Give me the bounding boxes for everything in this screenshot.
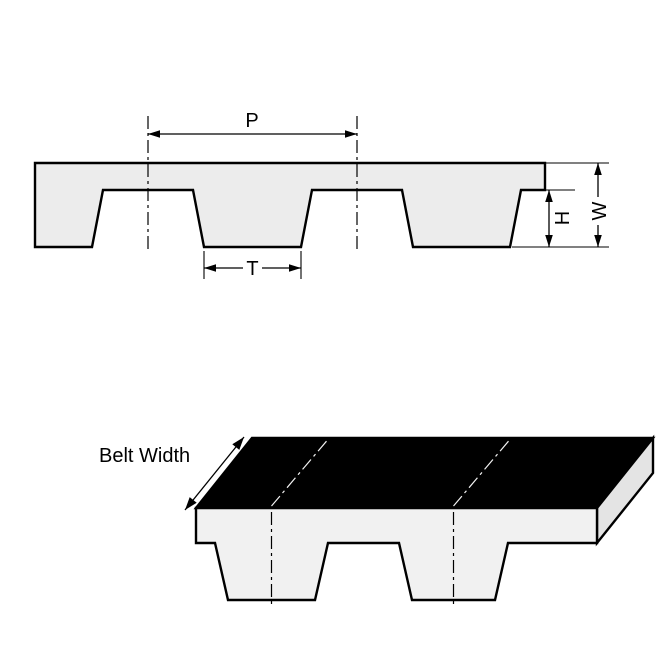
belt-width-arrow-line	[184, 436, 245, 511]
belt-width-label: Belt Width	[99, 445, 190, 467]
perspective-figure: Belt Width	[99, 434, 656, 604]
belt-profile	[33, 161, 547, 249]
label-mask	[243, 255, 262, 278]
arrowhead-left-icon	[148, 130, 160, 138]
arrowhead-left-icon	[204, 264, 216, 272]
arrowhead-up-icon	[594, 163, 602, 175]
belt-front-face	[194, 506, 599, 602]
top-face-centerline-left	[271, 439, 328, 507]
belt-top-face	[193, 436, 656, 510]
arrowhead-up-icon	[545, 190, 553, 202]
pitch-label: P	[245, 110, 258, 132]
arrowhead-right-icon	[345, 130, 357, 138]
arrowhead-lower-icon	[185, 497, 197, 510]
arrowhead-upper-icon	[232, 437, 244, 450]
arrowhead-right-icon	[289, 264, 301, 272]
top-face-centerline-right	[453, 439, 510, 507]
arrowhead-down-icon	[545, 235, 553, 247]
cross-section-figure: P T H W	[33, 110, 611, 280]
tooth-width-label: T	[246, 258, 258, 280]
tooth-height-label: H	[552, 211, 574, 225]
arrowhead-down-icon	[594, 235, 602, 247]
label-mask	[589, 197, 608, 225]
belt-thickness-label: W	[589, 201, 611, 220]
